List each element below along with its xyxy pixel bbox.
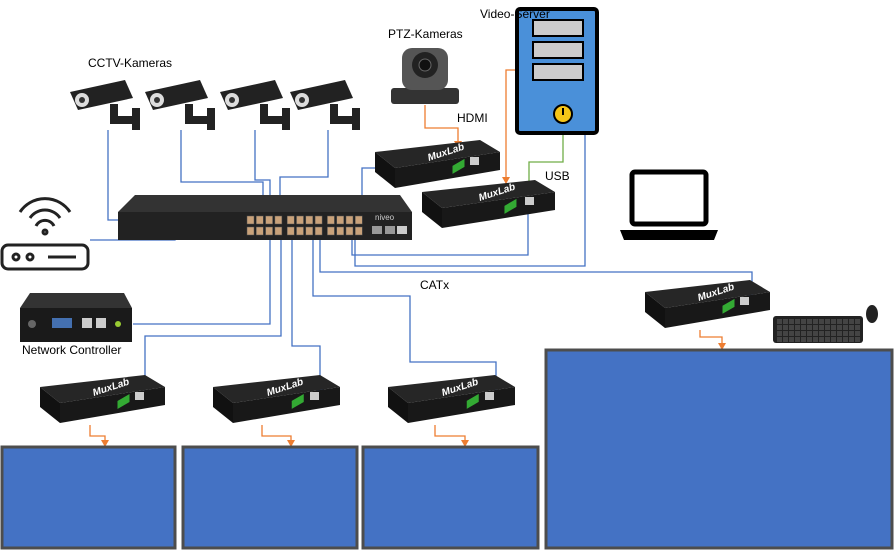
ptz-label: PTZ-Kameras	[388, 27, 463, 41]
video-server	[515, 7, 599, 135]
cable	[424, 105, 459, 148]
cable	[351, 213, 529, 256]
muxlab-extender: MuxLab	[645, 280, 770, 328]
arrow-icon	[461, 440, 469, 447]
display-3	[361, 445, 540, 550]
usb-label: USB	[545, 169, 570, 183]
display-4	[544, 348, 894, 550]
cctv-camera	[70, 80, 140, 130]
cctv-camera	[220, 80, 290, 130]
muxlab-extender: MuxLab	[40, 375, 165, 423]
switch-logo: niveo	[375, 213, 395, 222]
cable	[133, 236, 271, 325]
keyboard	[773, 316, 863, 343]
arrow-icon	[101, 440, 109, 447]
cable	[354, 133, 586, 267]
cable	[434, 425, 466, 447]
video-server-label: Video-Server	[480, 7, 550, 21]
cable	[528, 135, 564, 188]
muxlab-extender: MuxLab	[213, 375, 340, 423]
muxlab-extender: MuxLab	[375, 140, 500, 188]
ptz-camera	[391, 48, 459, 104]
cctv-cameras	[70, 80, 360, 130]
cctv-label: CCTV-Kameras	[88, 56, 172, 70]
cctv-camera	[145, 80, 215, 130]
network-controller-label: Network Controller	[22, 343, 121, 357]
muxlab-extender: MuxLab	[388, 375, 515, 423]
cable	[261, 425, 292, 447]
cable	[144, 236, 282, 398]
cable	[699, 330, 723, 350]
cable	[89, 425, 106, 447]
hdmi-label: HDMI	[457, 111, 488, 125]
laptop	[620, 169, 718, 240]
muxlab-extender: MuxLab	[422, 180, 555, 228]
arrow-icon	[287, 440, 295, 447]
cable	[505, 69, 517, 184]
display-2	[181, 445, 359, 550]
catx-label: CATx	[420, 278, 449, 292]
displays	[0, 348, 894, 550]
arrow-icon	[502, 177, 510, 184]
network-switch: niveo	[118, 195, 412, 240]
wifi-router	[0, 197, 90, 271]
mouse	[866, 305, 878, 323]
cable	[312, 236, 497, 398]
display-1	[0, 445, 177, 550]
network-controller	[20, 293, 132, 342]
cctv-camera	[290, 80, 360, 130]
arrow-icon	[718, 343, 726, 350]
cable	[291, 236, 321, 396]
